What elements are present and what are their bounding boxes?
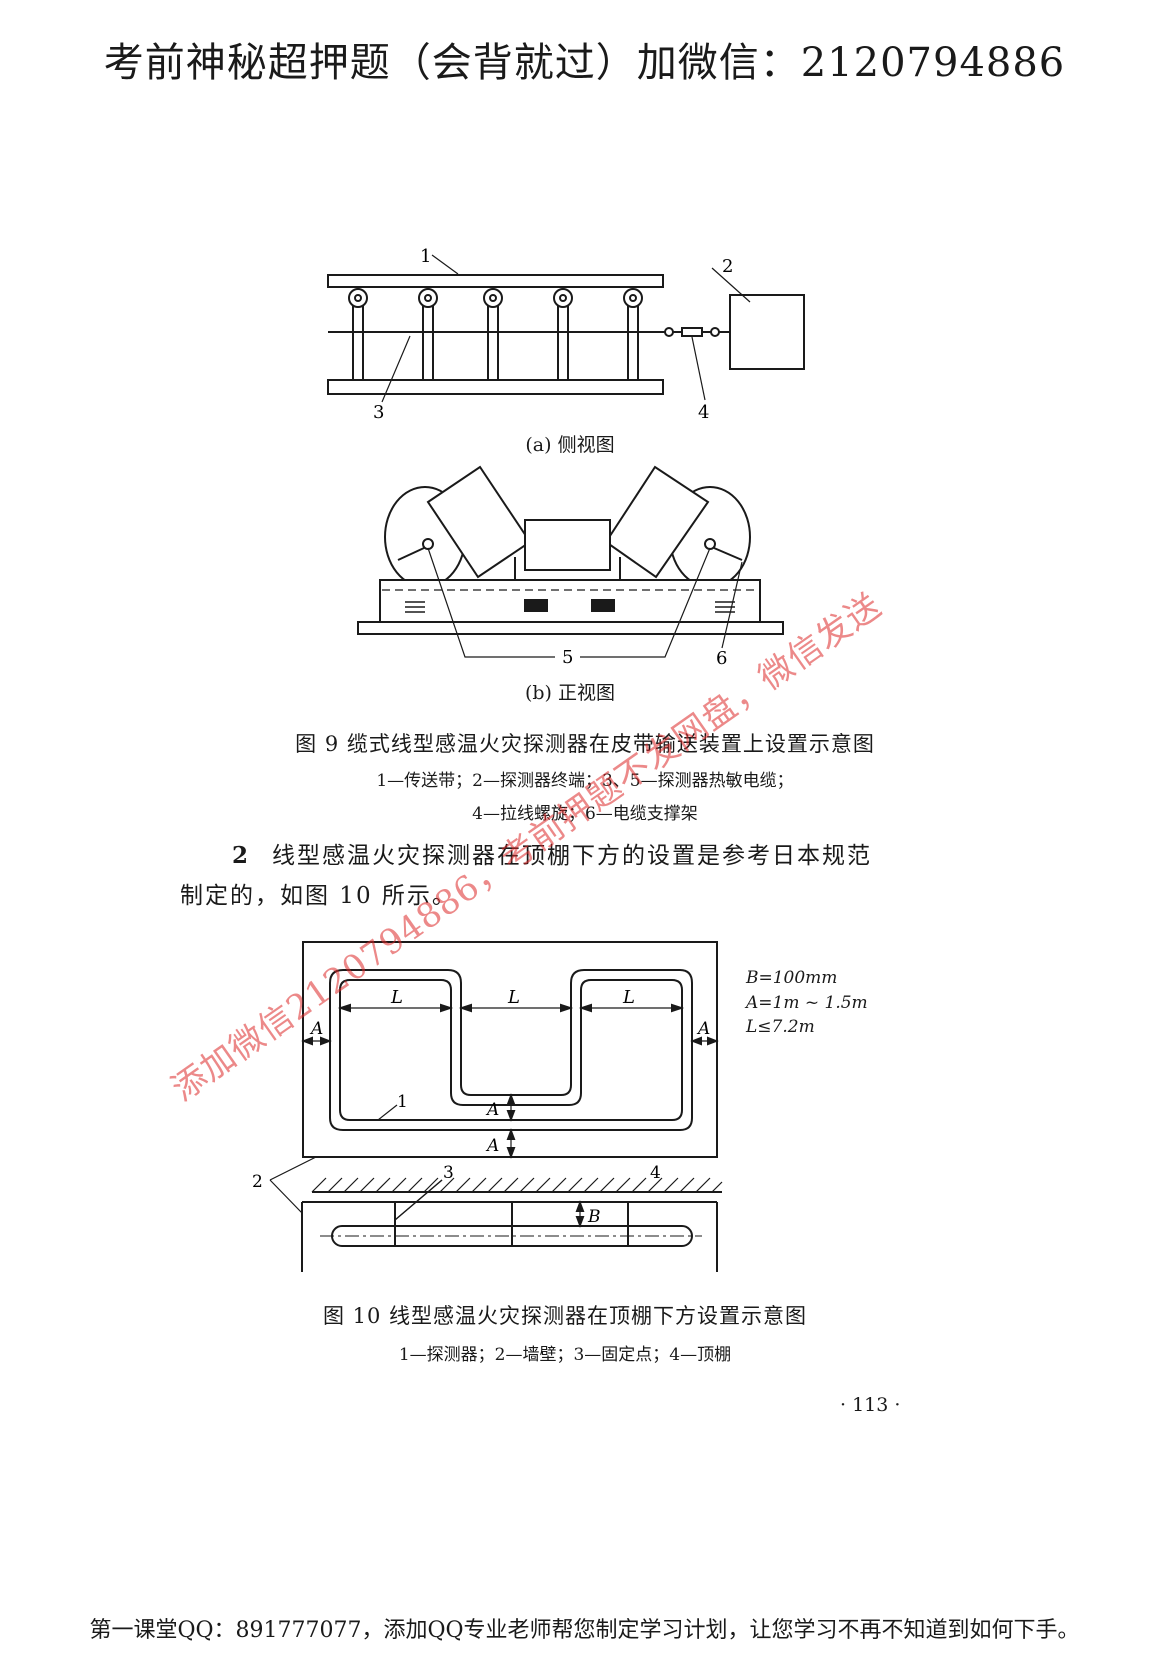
paragraph-number: 2 [232,842,251,869]
fig10-legend: 1—探测器；2—墙壁；3—固定点；4—顶棚 [398,1345,732,1365]
fig10-spec-A: A=1m ~ 1.5m [746,993,868,1013]
fig10-label-2: 2 [252,1172,263,1192]
fig10-label-1: 1 [397,1092,408,1112]
paragraph-line1: 2 线型感温火灾探测器在顶棚下方的设置是参考日本规范 [232,836,872,870]
fig9-title: 图 9 缆式线型感温火灾探测器在皮带输送装置上设置示意图 [295,732,875,756]
paragraph-line2: 制定的，如图 10 所示。 [180,883,457,909]
page-footer: 第一课堂QQ：891777077，添加QQ专业老师帮您制定学习计划，让您学习不再… [89,1618,1080,1643]
fig10-label-4: 4 [650,1163,661,1183]
fig9-legend-line1: 1—传送带；2—探测器终端；3、5—探测器热敏电缆； [376,771,794,791]
fig9-label-4: 4 [698,402,709,423]
fig10-label-3: 3 [443,1163,454,1183]
fig9-label-5: 5 [562,647,573,668]
fig10-title: 图 10 线型感温火灾探测器在顶棚下方设置示意图 [322,1304,808,1328]
fig9-label-3: 3 [373,402,384,423]
fig10-L-label-1: L [390,987,403,1008]
page-header: 考前神秘超押题（会背就过）加微信：2120794886 [103,40,1066,86]
page-number: · 113 · [840,1394,901,1416]
fig9-legend-line2: 4—拉线螺旋；6—电缆支撑架 [472,804,698,824]
fig10-A-label-right: A [696,1019,710,1039]
roller-group [348,288,643,381]
fig10-A-label-bottom: A [485,1136,499,1156]
fig10-spec-B: B=100mm [746,968,838,988]
fig9-side-view-diagram: 1 2 3 4 [327,246,805,423]
fig9-label-6: 6 [716,648,727,669]
fig10-section-diagram: 3 4 B [301,1163,723,1272]
fig9-front-caption: (b) 正视图 [524,682,616,704]
fig10-A-label-left: A [309,1019,323,1039]
paragraph-text-1: 线型感温火灾探测器在顶棚下方的设置是参考日本规范 [272,843,873,869]
fig9-side-caption: (a) 侧视图 [525,434,615,456]
fig10-spec-L: L≤7.2m [746,1017,815,1037]
fig10-L-label-2: L [507,987,520,1008]
fig10-B-label: B [587,1207,601,1227]
fig10-A-label-middle: A [485,1100,499,1120]
fig10-L-label-3: L [622,987,635,1008]
fig10-plan-diagram: L L L A A A A 1 2 [252,941,719,1214]
fig9-label-2: 2 [722,256,733,277]
fig9-label-1: 1 [420,246,431,267]
fig9-front-view-diagram: 5 6 [357,465,784,669]
